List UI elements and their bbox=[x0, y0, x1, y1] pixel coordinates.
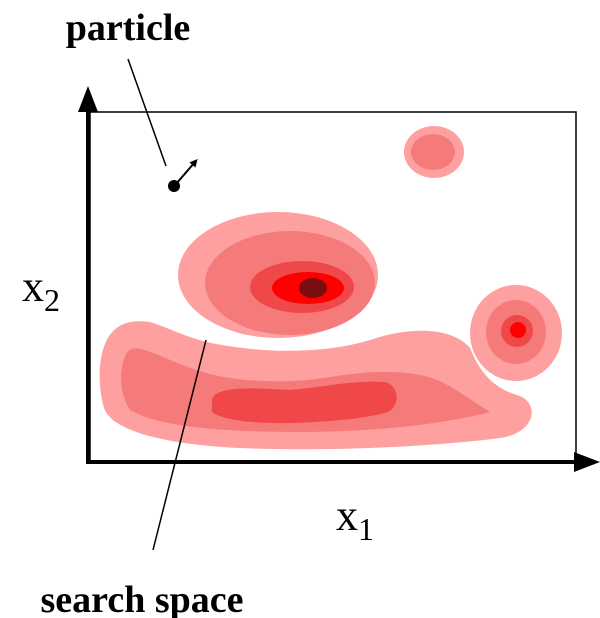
central-optimum bbox=[178, 212, 378, 338]
x2-axis-label: x2 bbox=[22, 262, 60, 318]
small-top-optimum bbox=[404, 126, 464, 178]
particle-label: particle bbox=[66, 7, 191, 49]
elongated-optimum bbox=[99, 321, 532, 450]
search-space-pointer-line bbox=[152, 339, 207, 551]
right-optimum bbox=[470, 285, 562, 381]
x2-axis-arrow-icon bbox=[78, 86, 98, 112]
x1-axis-label: x1 bbox=[336, 491, 374, 547]
particle-velocity-arrow-icon bbox=[175, 158, 198, 185]
x1-axis-arrow-icon bbox=[574, 452, 600, 472]
particle-pointer-line bbox=[127, 58, 167, 167]
search-space-label: search space bbox=[41, 579, 244, 618]
